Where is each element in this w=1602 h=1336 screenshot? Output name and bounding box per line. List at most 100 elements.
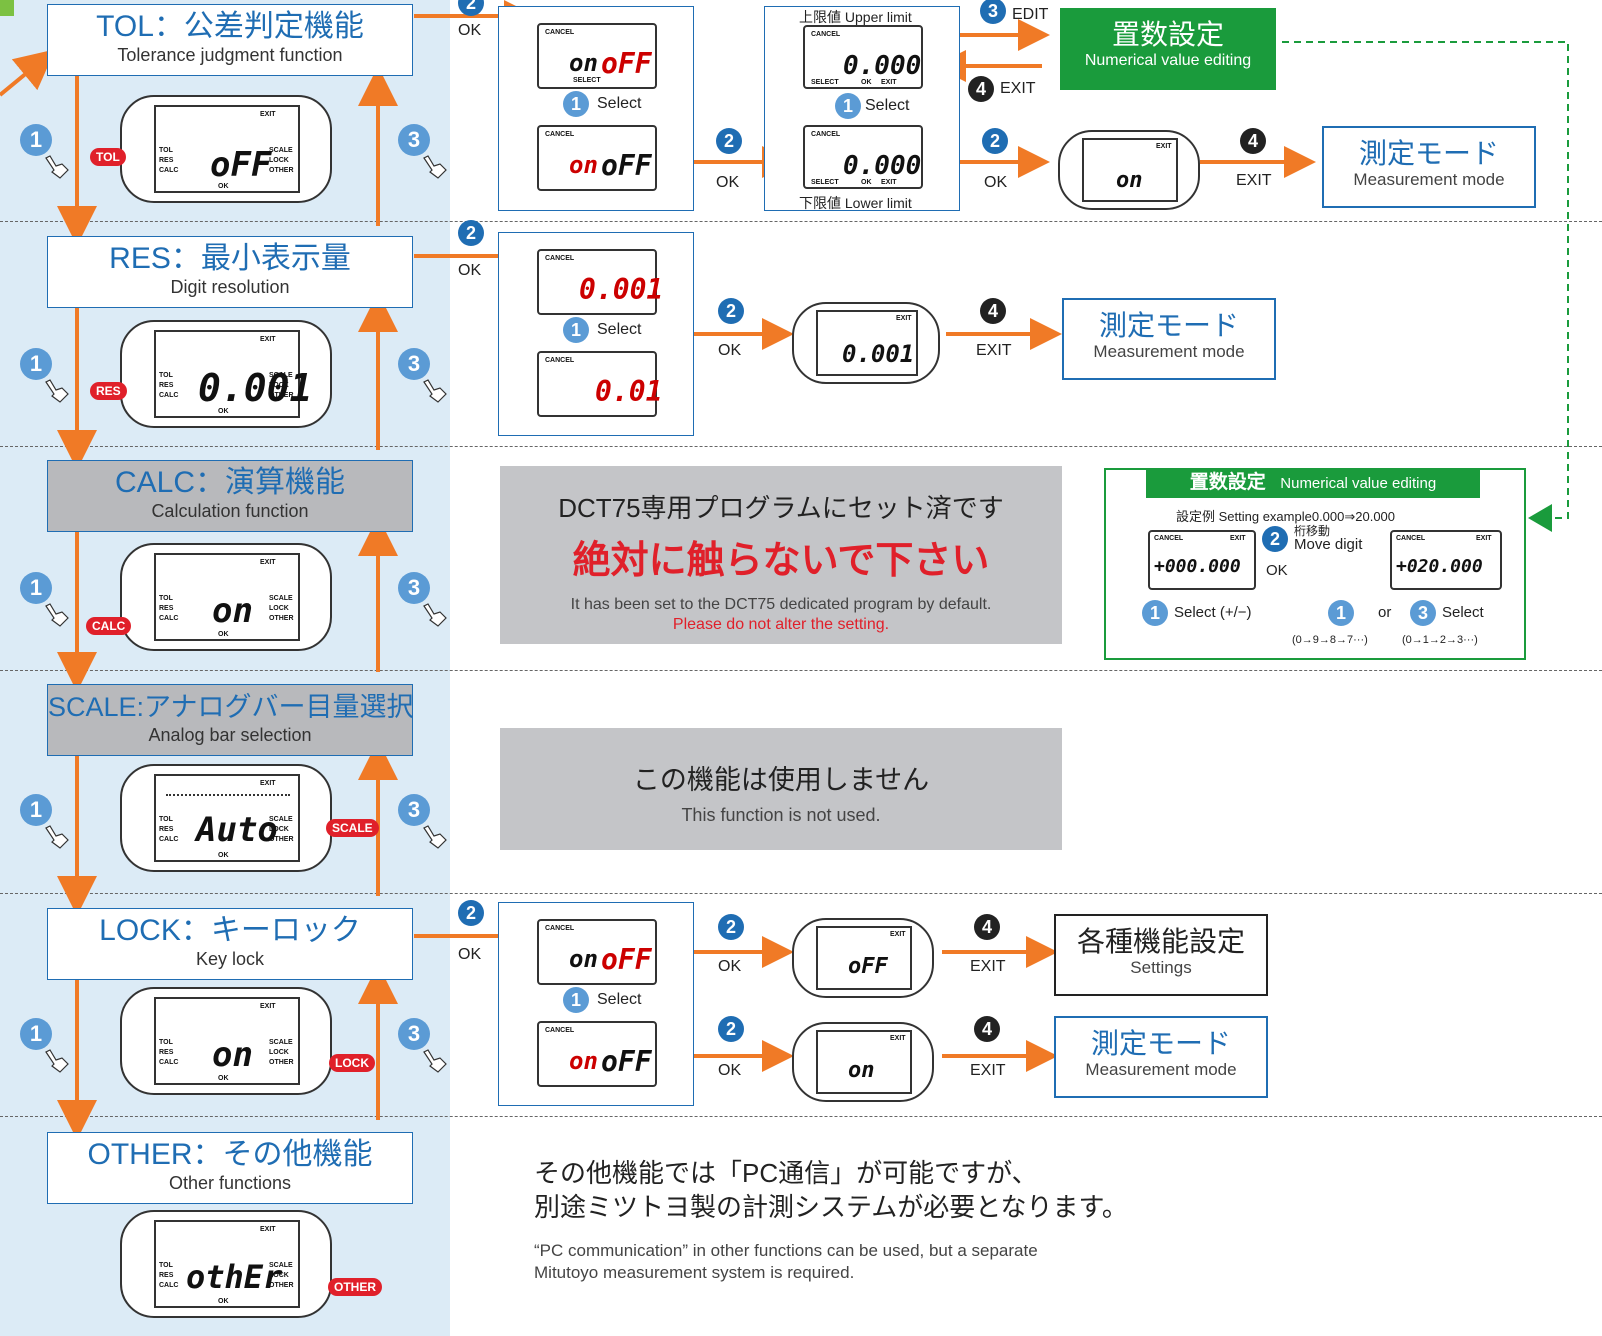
upper-limit-label: 上限値 Upper limit <box>799 9 912 25</box>
select-label: Select <box>597 321 642 338</box>
corner-tab <box>0 0 14 16</box>
section-divider <box>0 893 1602 894</box>
calc-warning-notice: DCT75専用プログラムにセット済です 絶対に触らないで下さい It has b… <box>500 466 1062 644</box>
measurement-mode-button[interactable]: 測定モード Measurement mode <box>1062 298 1276 380</box>
tol-select-box: CANCEL on oFF SELECT 1 Select CANCEL on … <box>498 6 694 211</box>
step-1-badge: 1 <box>1328 600 1354 626</box>
step-1-badge: 1 <box>20 794 52 826</box>
lcd-scale: EXIT TOL RES CALC SCALE LOCK OTHER Auto … <box>120 764 332 872</box>
ok-label: OK <box>458 22 482 39</box>
menu-tol-title: TOL：公差判定機能 <box>96 10 364 43</box>
or-label: or <box>1378 604 1392 621</box>
step-4-badge: 4 <box>974 1016 1000 1042</box>
ok-label: OK <box>1266 562 1288 579</box>
lcd-tol: EXIT TOL RES CALC SCALE LOCK OTHER oFF O… <box>120 95 332 203</box>
menu-other-subtitle: Other functions <box>168 1173 292 1193</box>
menu-lock-title: LOCK：キーロック <box>99 914 361 947</box>
step-3-badge: 3 <box>398 572 430 604</box>
step-1-badge: 1 <box>1142 600 1168 626</box>
measurement-mode-button[interactable]: 測定モード Measurement mode <box>1322 126 1536 208</box>
step-1-badge: 1 <box>835 93 861 119</box>
select-label: Select <box>1442 604 1484 621</box>
menu-res[interactable]: RES：最小表示量 Digit resolution <box>47 236 413 308</box>
ok-label: OK <box>718 958 742 975</box>
step-2-badge: 2 <box>1262 526 1288 552</box>
lower-limit-label: 下限値 Lower limit <box>799 195 912 211</box>
lcd-res-result: EXIT 0.001 <box>792 302 940 384</box>
ok-label: OK <box>716 174 740 191</box>
menu-scale-title: SCALE:アナログバー目量選択 <box>48 692 414 722</box>
tol-pill: TOL <box>90 148 126 166</box>
ok-label: OK <box>458 262 482 279</box>
menu-navigation-arrows <box>0 49 398 1140</box>
hand-press-icon <box>423 155 447 179</box>
menu-calc-title: CALC：演算機能 <box>114 466 346 499</box>
calc-pill: CALC <box>86 617 132 635</box>
lcd-lock-off: EXIT oFF <box>792 918 934 998</box>
menu-lock-subtitle: Key lock <box>195 949 265 969</box>
sequence-up: (0→1→2→3···) <box>1402 634 1478 646</box>
step-2-badge: 2 <box>458 0 484 16</box>
step-4-badge: 4 <box>968 76 994 102</box>
section-divider <box>0 1116 1602 1117</box>
lcd-lock-on: EXIT on <box>792 1022 934 1102</box>
menu-tol-subtitle: Tolerance judgment function <box>117 45 343 65</box>
step-4-badge: 4 <box>974 914 1000 940</box>
step-2-badge: 2 <box>718 298 744 324</box>
hand-press-icon <box>45 1049 69 1073</box>
settings-button[interactable]: 各種機能設定 Settings <box>1054 914 1268 996</box>
exit-label: EXIT <box>976 342 1012 359</box>
step-2-badge: 2 <box>716 128 742 154</box>
step-2-badge: 2 <box>458 220 484 246</box>
lock-pill: LOCK <box>329 1054 375 1072</box>
numeric-edit-panel: 置数設定 Numerical value editing 設定例 Setting… <box>1104 468 1526 660</box>
menu-res-title: RES：最小表示量 <box>109 242 351 275</box>
step-3-badge: 3 <box>1410 600 1436 626</box>
step-2-badge: 2 <box>718 914 744 940</box>
move-digit-jp: 桁移動 <box>1294 524 1331 538</box>
step-2-badge: 2 <box>458 900 484 926</box>
other-pill: OTHER <box>328 1278 382 1296</box>
step-1-badge: 1 <box>20 572 52 604</box>
exit-label: EXIT <box>1236 172 1272 189</box>
res-select-box: CANCEL 0.001 1 Select CANCEL 0.01 <box>498 232 694 436</box>
menu-scale-subtitle: Analog bar selection <box>148 725 312 745</box>
menu-lock[interactable]: LOCK：キーロック Key lock <box>47 908 413 980</box>
section-divider <box>0 446 1602 447</box>
lcd-res: EXIT TOL RES CALC SCALE LOCK OTHER 0.001… <box>120 320 332 428</box>
other-notice: その他機能では「PC通信」が可能ですが、 別途ミツトヨ製の計測システムが必要とな… <box>534 1158 1128 1282</box>
move-digit-label: Move digit <box>1294 536 1363 553</box>
scale-pill: SCALE <box>326 819 379 837</box>
select-label: Select <box>597 95 642 112</box>
numeric-edit-button[interactable]: 置数設定 Numerical value editing <box>1060 8 1276 90</box>
res-pill: RES <box>90 382 127 400</box>
menu-other[interactable]: OTHER：その他機能 Other functions <box>47 1132 413 1204</box>
lcd-other: EXIT TOL RES CALC SCALE LOCK OTHER othEr… <box>120 1210 332 1318</box>
tol-limit-box: 上限値 Upper limit CANCEL 0.000 SELECT OK E… <box>764 6 960 211</box>
ok-label: OK <box>458 946 482 963</box>
step-4-badge: 4 <box>1240 128 1266 154</box>
hand-press-icon <box>45 379 69 403</box>
menu-tol[interactable]: TOL：公差判定機能 Tolerance judgment function <box>47 4 413 76</box>
scale-notice: この機能は使用しません This function is not used. <box>500 728 1062 850</box>
exit-label: EXIT <box>970 1062 1006 1079</box>
section-divider <box>0 670 1602 671</box>
menu-calc-subtitle: Calculation function <box>151 501 309 521</box>
lcd-lock: EXIT TOL RES CALC SCALE LOCK OTHER on OK <box>120 987 332 1095</box>
menu-calc[interactable]: CALC：演算機能 Calculation function <box>47 460 413 532</box>
menu-scale[interactable]: SCALE:アナログバー目量選択 Analog bar selection <box>47 684 414 756</box>
step-3-badge: 3 <box>398 794 430 826</box>
measurement-mode-button[interactable]: 測定モード Measurement mode <box>1054 1016 1268 1098</box>
edit-label: EDIT <box>1012 6 1049 23</box>
analog-bar <box>166 794 290 798</box>
ok-label: OK <box>984 174 1008 191</box>
hand-press-icon <box>423 825 447 849</box>
exit-label: EXIT <box>1000 80 1036 97</box>
step-3-badge: 3 <box>398 1018 430 1050</box>
step-2-badge: 2 <box>718 1016 744 1042</box>
step-3-badge: 3 <box>980 0 1006 24</box>
sequence-down: (0→9→8→7···) <box>1292 634 1368 646</box>
step-1-badge: 1 <box>563 91 589 117</box>
hand-press-icon <box>45 825 69 849</box>
step-1-badge: 1 <box>20 124 52 156</box>
